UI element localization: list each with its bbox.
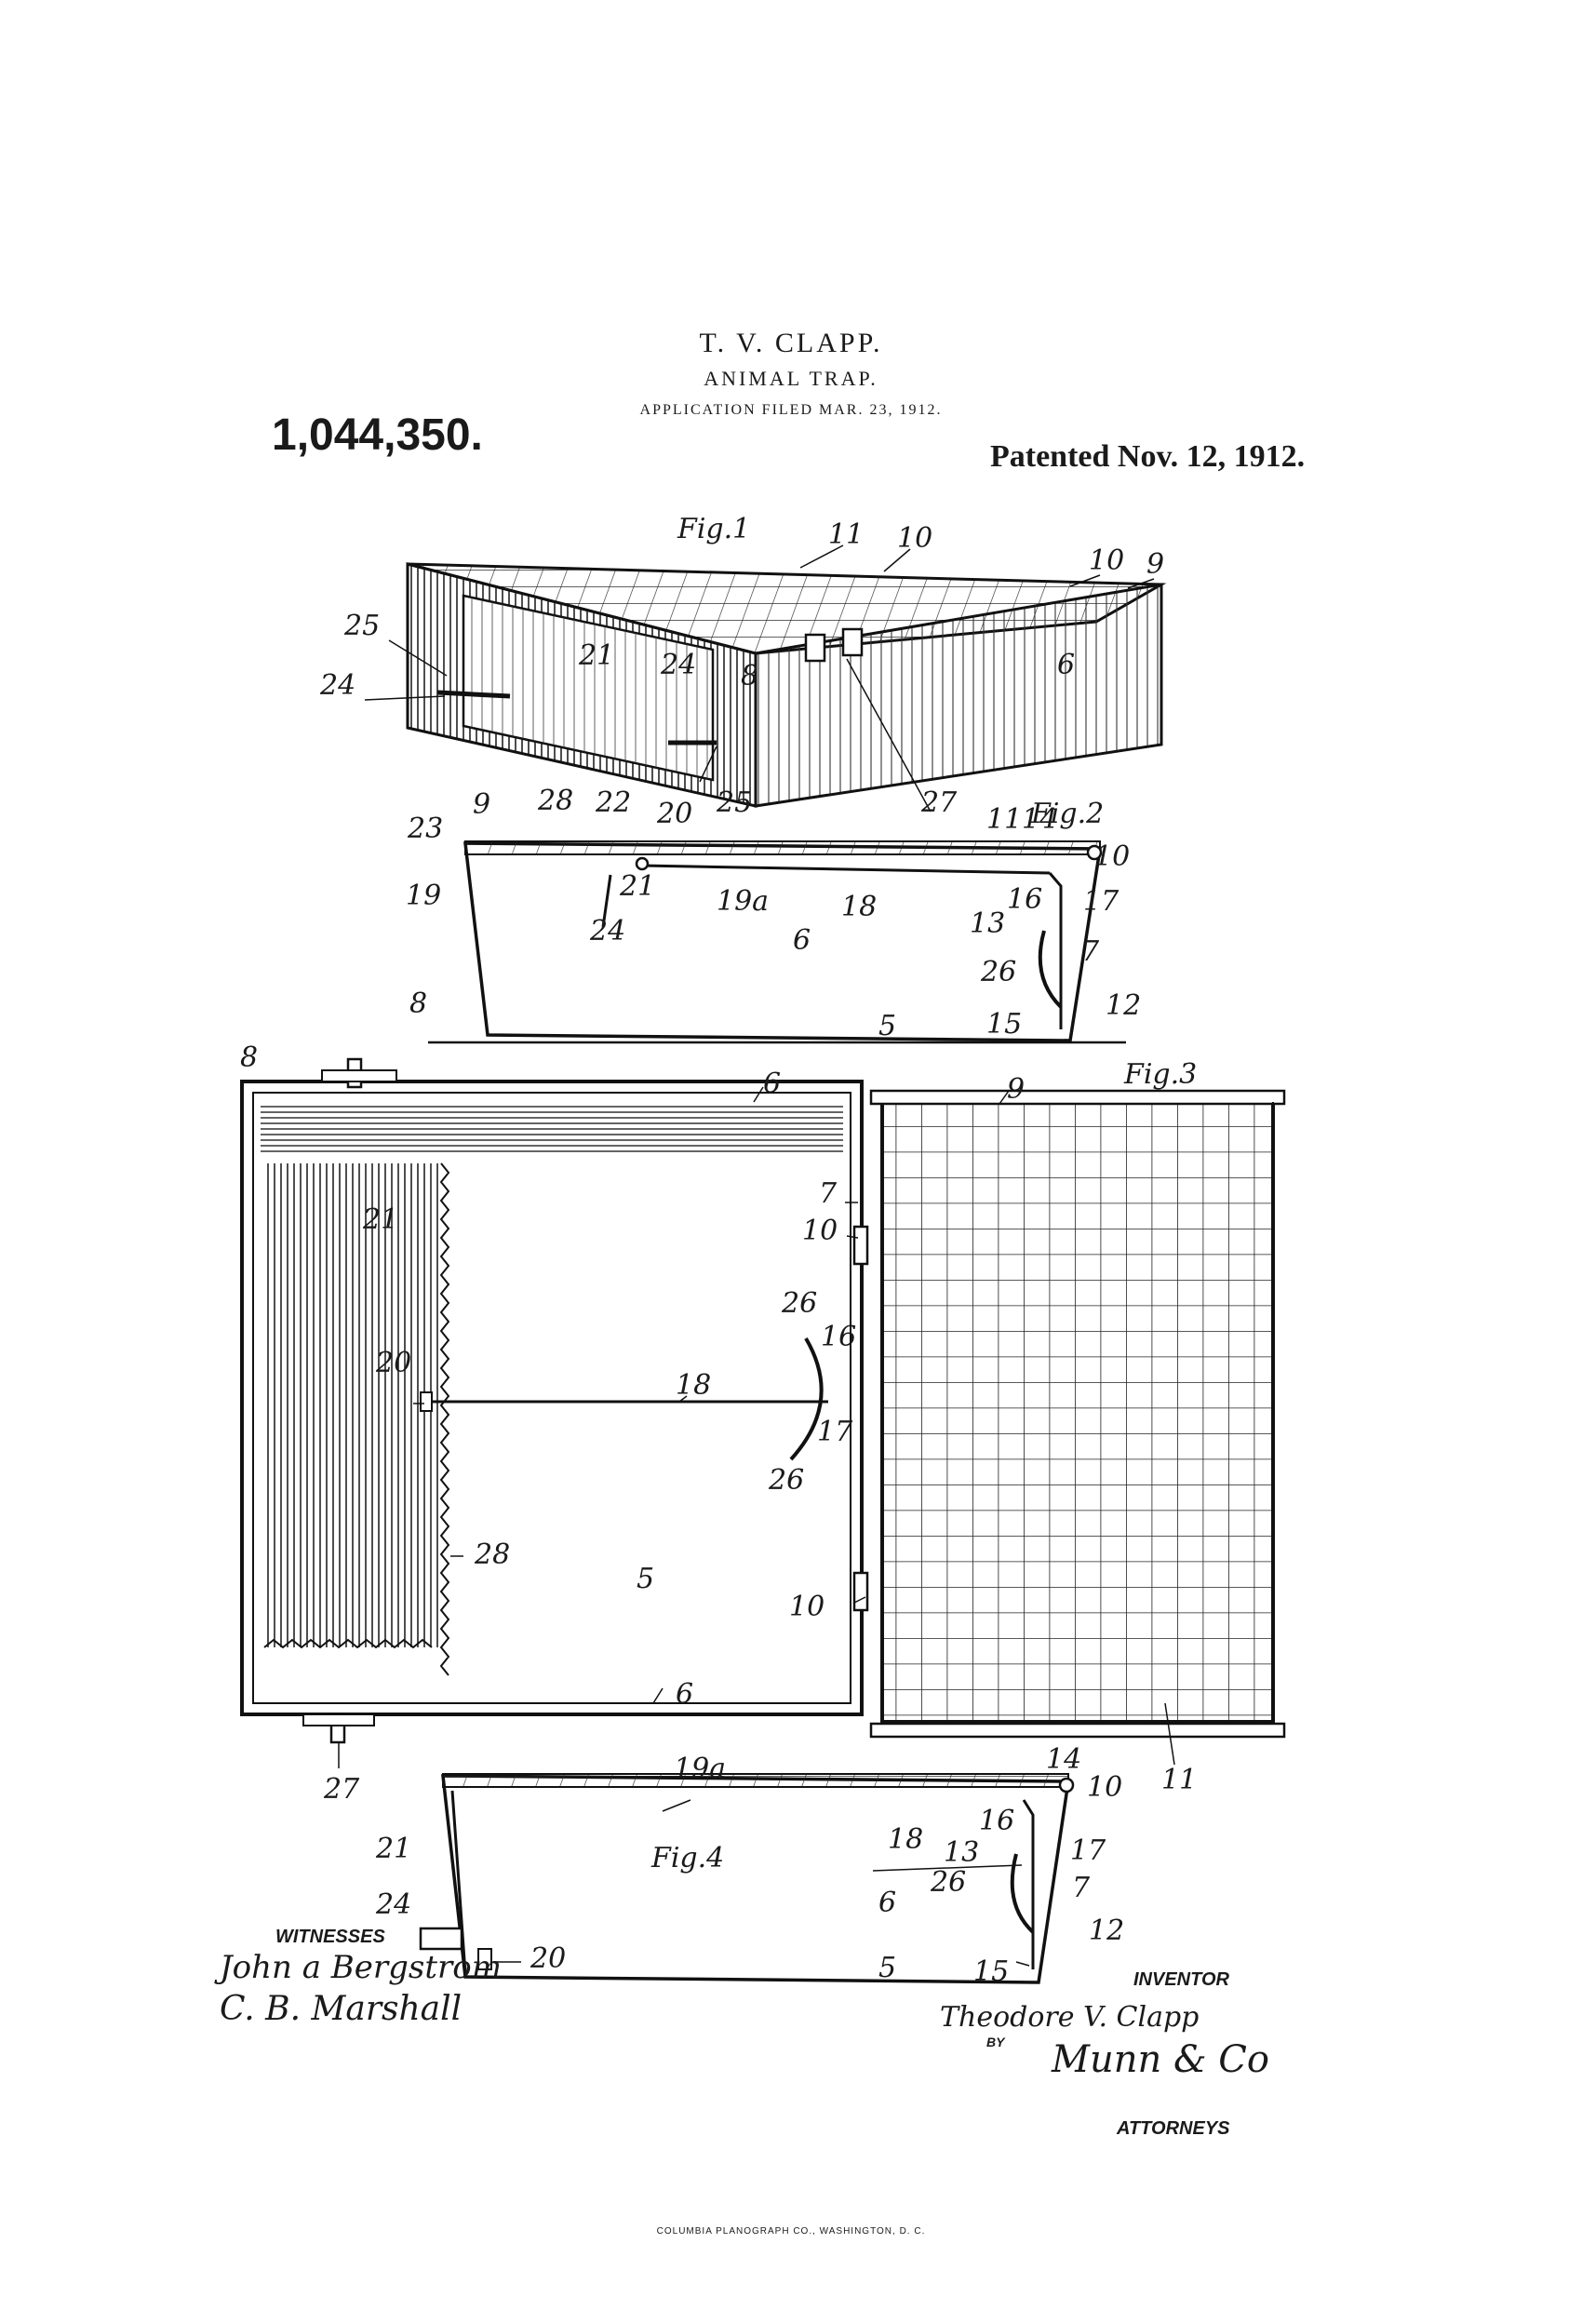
fig3-label: 7: [819, 1177, 838, 1210]
fig2-label: 18: [841, 891, 877, 923]
fig4-label: 10: [1087, 1771, 1122, 1804]
figure-4: Fig.4 19a 14 10 21 18 16 13 17 26 7 24 6…: [375, 1743, 1124, 1988]
fig4-label: 24: [375, 1888, 411, 1921]
fig3-label: 8: [240, 1041, 258, 1074]
inventor-name: T. V. CLAPP.: [699, 328, 883, 358]
fig2-label: 13: [970, 907, 1005, 940]
fig2-label: 19a: [717, 885, 769, 918]
fig3-label: 16: [821, 1321, 856, 1353]
fig3-label: 27: [323, 1773, 360, 1806]
patent-date: Patented Nov. 12, 1912.: [990, 439, 1306, 474]
figure-3: Fig.3 8 6 9 21 7 10 26 16 20 18 17 26 28…: [240, 1041, 1286, 1806]
fig2-label: 14: [1022, 803, 1057, 836]
fig4-label: 5: [878, 1952, 896, 1984]
fig3-label: 10: [789, 1591, 825, 1623]
by-label: BY: [986, 2035, 1005, 2049]
fig1-label: 25: [343, 610, 380, 642]
witnesses-label: WITNESSES: [275, 1927, 385, 1947]
fig3-label: 9: [1007, 1073, 1025, 1106]
fig4-label: 21: [375, 1833, 411, 1865]
application-filed-date: APPLICATION FILED MAR. 23, 1912.: [639, 402, 943, 418]
fig2-label: 8: [409, 987, 427, 1020]
witness-signature-1: John a Bergstrom: [220, 1949, 502, 1986]
fig1-label: 27: [920, 786, 958, 819]
fig4-label: 16: [979, 1805, 1014, 1837]
fig3-label: 26: [768, 1464, 804, 1497]
fig2-title: Fig.2: [1030, 798, 1104, 830]
fig4-label: 17: [1070, 1834, 1106, 1867]
fig1-label: 10: [897, 522, 932, 555]
fig4-label: 6: [878, 1887, 896, 1919]
fig1-label: 6: [1057, 649, 1075, 681]
fig1-label: 21: [578, 639, 614, 672]
fig4-label: 26: [930, 1866, 966, 1899]
fig4-label: 7: [1072, 1872, 1091, 1904]
fig1-label: 24: [319, 669, 355, 702]
fig2-label: 17: [1083, 885, 1119, 918]
fig1-title: Fig.1: [677, 513, 750, 545]
fig2-label: 19: [406, 880, 441, 912]
figure-1: Fig.1 25 24 21 24 8 11 10 10 9 6 25 27: [319, 513, 1167, 819]
fig3-label: 11: [1161, 1764, 1197, 1796]
fig3-label: 10: [802, 1215, 838, 1247]
inventor-signature: Theodore V. Clapp: [940, 2001, 1200, 2034]
fig2-label: 7: [1081, 935, 1100, 968]
fig3-label: 17: [817, 1416, 853, 1448]
fig2-label: 6: [793, 924, 811, 957]
fig4-label: 14: [1046, 1743, 1081, 1776]
fig3-label: 28: [474, 1538, 510, 1571]
fig2-label: 26: [980, 956, 1016, 988]
attorney-signature: Munn & Co: [1052, 2038, 1269, 2081]
fig2-label: 22: [595, 786, 631, 819]
fig2-label: 28: [537, 785, 573, 817]
fig4-label: 20: [530, 1942, 566, 1975]
fig4-label: 19a: [674, 1753, 726, 1785]
fig2-label: 15: [986, 1008, 1022, 1041]
fig3-label: 6: [676, 1678, 693, 1711]
fig1-label: 11: [828, 518, 864, 551]
fig3-label: 5: [637, 1563, 654, 1595]
fig4-title: Fig.4: [650, 1842, 724, 1874]
fig1-label: 8: [741, 660, 758, 692]
fig3-label: 20: [375, 1347, 411, 1379]
witness-signature-2: C. B. Marshall: [220, 1990, 463, 2028]
fig2-label: 12: [1106, 989, 1141, 1022]
fig1-label: 24: [660, 649, 696, 681]
invention-title: ANIMAL TRAP.: [704, 367, 878, 390]
fig2-label: 21: [619, 870, 655, 903]
fig2-label: 11: [986, 803, 1022, 836]
fig3-label: 21: [362, 1203, 398, 1236]
fig2-label: 5: [878, 1010, 896, 1042]
fig2-label: 16: [1007, 883, 1042, 916]
fig2-label: 20: [656, 798, 692, 830]
fig3-label: 18: [676, 1369, 711, 1402]
fig4-label: 15: [973, 1955, 1009, 1988]
fig1-label: 10: [1089, 544, 1124, 577]
fig1-label: 25: [716, 786, 752, 819]
fig3-label: 6: [763, 1068, 781, 1100]
fig2-label: 10: [1094, 840, 1130, 873]
fig2-label: 9: [473, 788, 490, 821]
fig2-label: 24: [589, 915, 625, 947]
attorneys-label: ATTORNEYS: [1117, 2118, 1230, 2139]
patent-number: 1,044,350.: [272, 410, 483, 460]
fig3-label: 26: [781, 1287, 817, 1320]
printer-credit: COLUMBIA PLANOGRAPH CO., WASHINGTON, D. …: [656, 2226, 926, 2237]
inventor-label: INVENTOR: [1133, 1969, 1229, 1990]
fig3-title: Fig.3: [1123, 1058, 1197, 1091]
fig2-label: 23: [407, 813, 443, 845]
fig4-label: 13: [944, 1836, 979, 1869]
fig4-label: 18: [888, 1823, 923, 1856]
fig1-label: 9: [1146, 548, 1164, 581]
figure-2: Fig.2 9 28 22 20 23 19 21 19a 24 18 6 11…: [406, 785, 1141, 1044]
fig4-label: 12: [1089, 1914, 1124, 1947]
